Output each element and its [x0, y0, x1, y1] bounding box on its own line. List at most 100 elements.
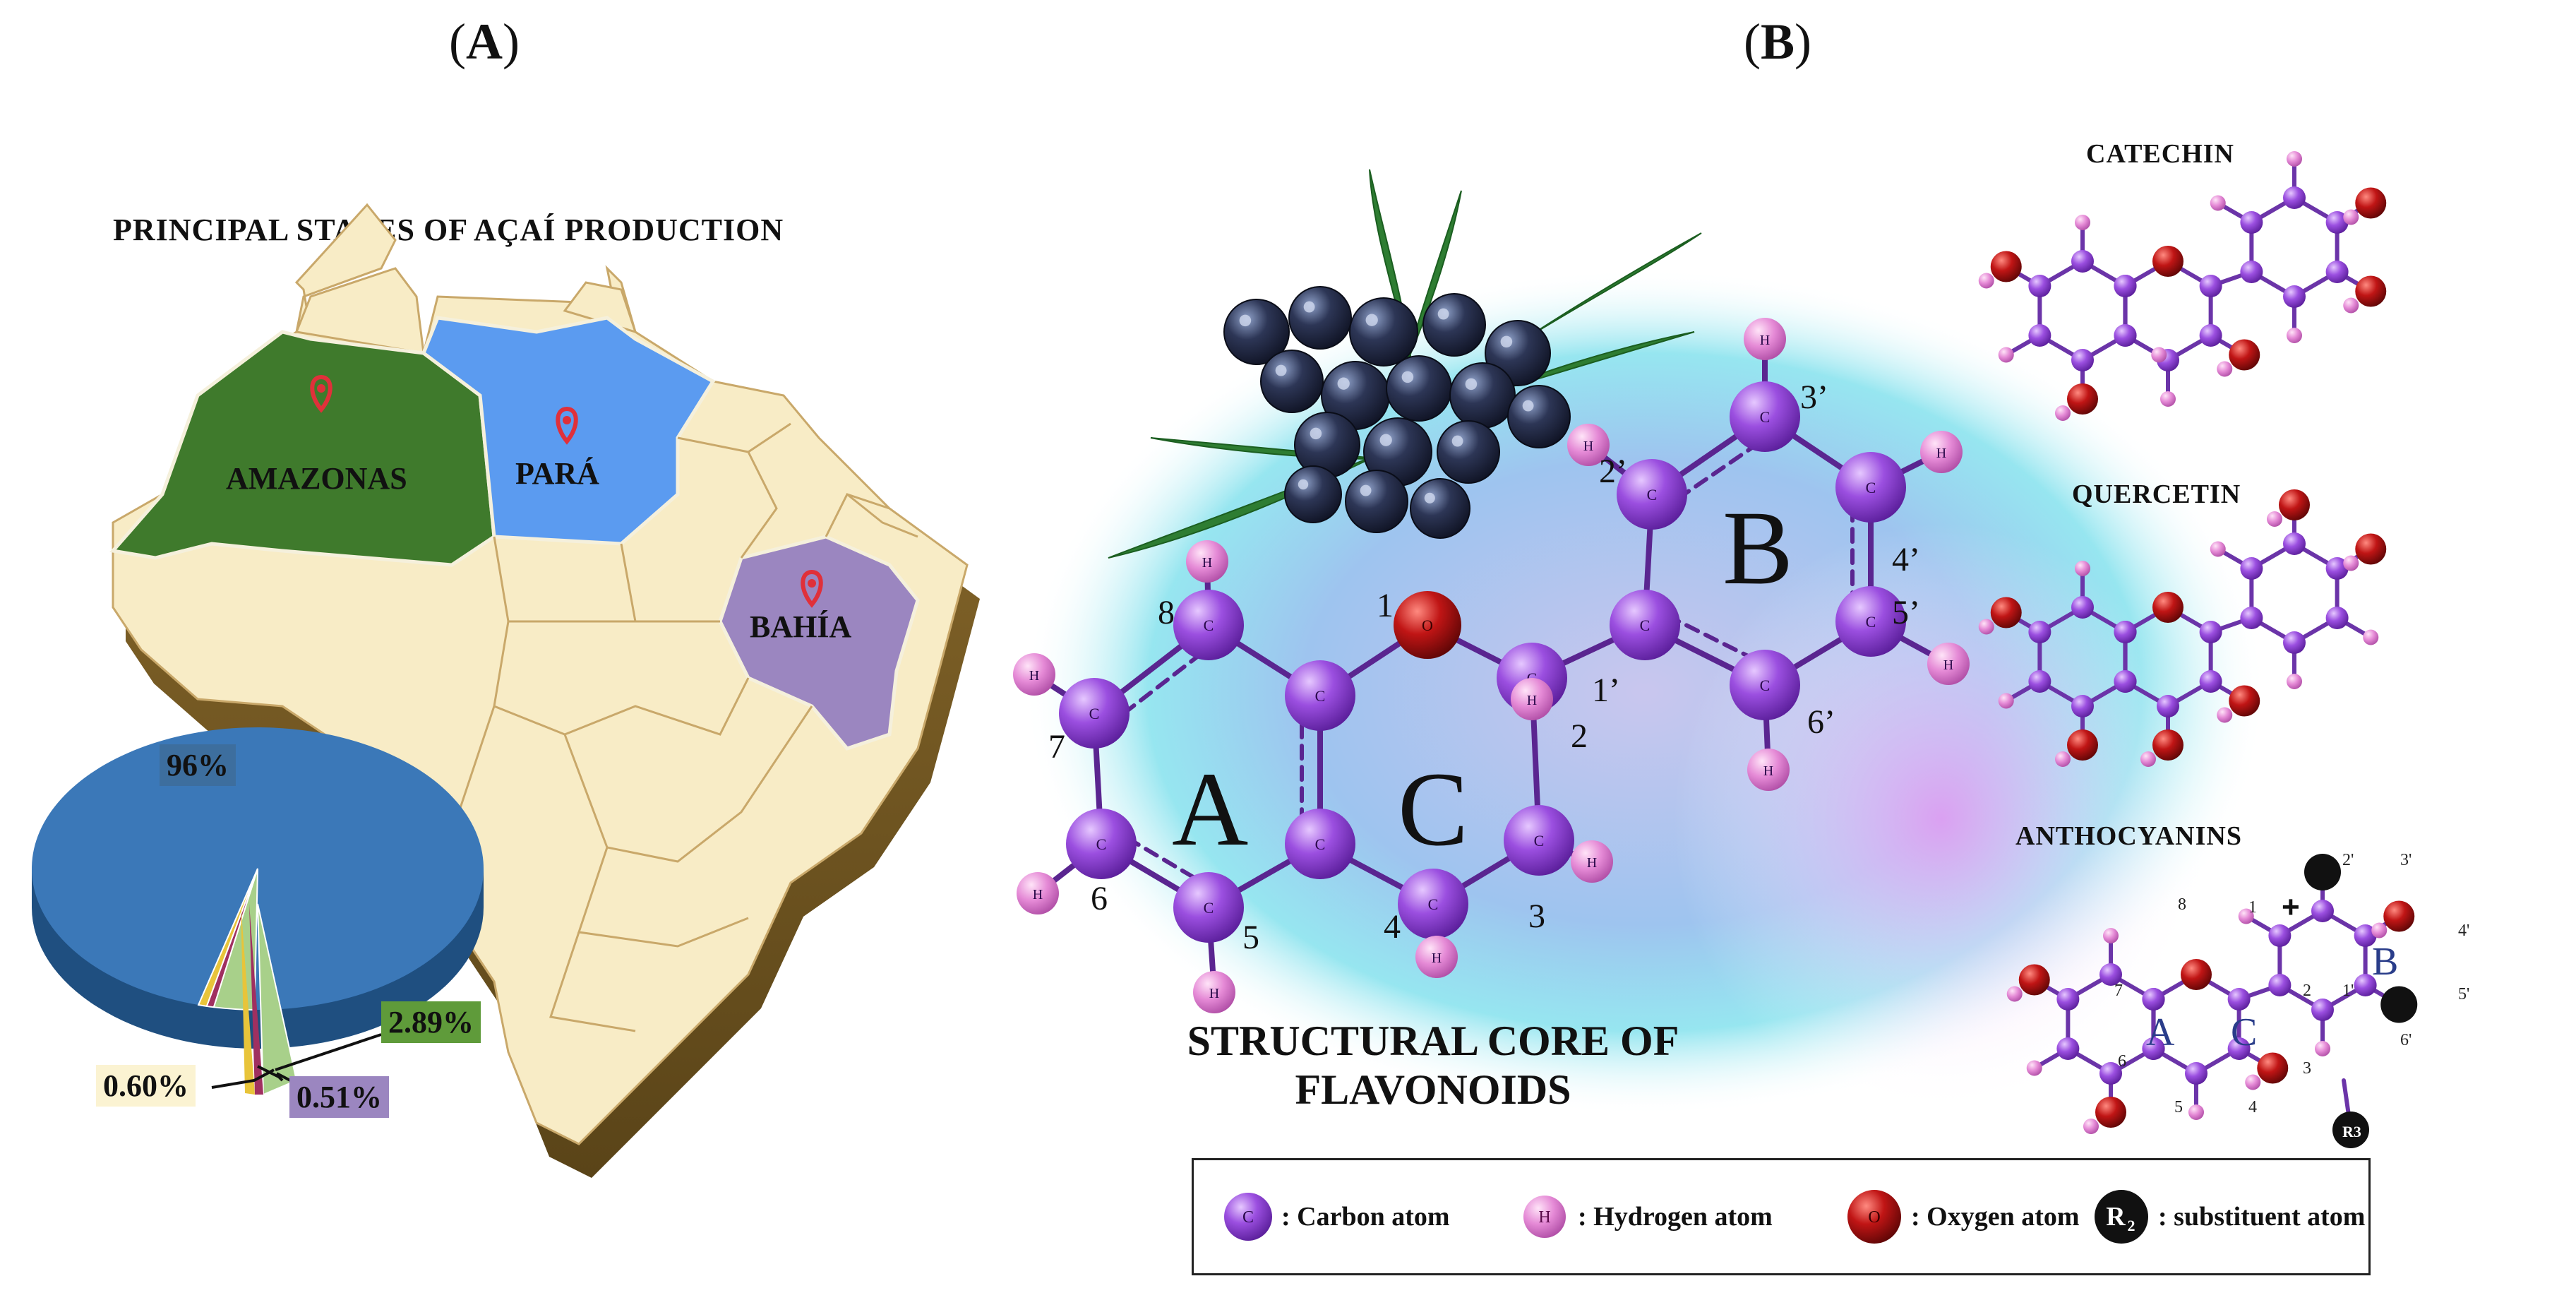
label-bahia: BAHÍA	[750, 609, 852, 644]
carbon-atom-icon: C	[1224, 1193, 1272, 1241]
atom-letter: C	[1204, 616, 1214, 634]
oxygen-atom-icon	[2067, 383, 2098, 415]
anthocyanin-position-label: 6	[2118, 1052, 2126, 1071]
hydrogen-atom-icon	[2006, 986, 2023, 1002]
hydrogen-atom-icon	[2075, 561, 2090, 576]
legend-hydrogen: H : Hydrogen atom	[1518, 1160, 1773, 1273]
acai-berry-highlight	[1465, 378, 1478, 391]
carbon-atom-icon	[2325, 607, 2349, 629]
atom-letter: C	[1096, 835, 1107, 853]
pie-label-060: 0.60%	[96, 1065, 196, 1107]
acai-berries-icon	[1223, 286, 1571, 539]
carbon-atom-icon	[2028, 275, 2051, 297]
carbon-atom-icon	[1610, 590, 1680, 660]
pie-label-289: 2.89%	[381, 1001, 481, 1043]
hydrogen-atom-icon	[1511, 678, 1553, 720]
anthocyanin-position-label: 5	[2174, 1098, 2183, 1116]
hydrogen-atom-icon	[2075, 215, 2090, 230]
acai-berry-highlight	[1239, 314, 1252, 327]
oxygen-atom-icon	[1990, 597, 2022, 628]
oxygen-atom-icon	[2152, 729, 2183, 761]
core-position-label: 3	[1528, 898, 1545, 935]
atom-letter: H	[1587, 855, 1597, 871]
carbon-atom-icon	[1285, 660, 1355, 731]
hydrogen-atom-icon	[2217, 707, 2233, 723]
atom-letter: H	[1033, 887, 1043, 902]
carbon-atom-icon	[2283, 532, 2306, 555]
carbon-atom-icon	[1835, 586, 1906, 657]
hydrogen-atom-icon	[2188, 1104, 2204, 1120]
svg-text:H: H	[1538, 1208, 1550, 1227]
anthocyanin-ring-label-b: B	[2372, 940, 2399, 984]
atom-letter: C	[1089, 705, 1100, 722]
atom-letter: H	[1527, 693, 1537, 708]
carbon-atom-icon	[1730, 650, 1800, 720]
anthocyanin-position-label: 7	[2114, 982, 2123, 1000]
carbon-atom-icon	[1285, 809, 1355, 879]
oxygen-atom-icon	[2279, 489, 2310, 520]
carbon-atom-icon	[2114, 324, 2137, 347]
carbon-atom-icon	[2268, 974, 2292, 996]
acai-berry-highlight	[1310, 427, 1322, 440]
label-para: PARÁ	[515, 456, 599, 491]
state-para	[421, 316, 716, 546]
hydrogen-atom-icon	[2026, 1060, 2042, 1076]
anthocyanin-position-label: 6'	[2400, 1031, 2412, 1049]
marker-para-icon	[556, 406, 578, 445]
anthocyanin-position-label: 4	[2248, 1098, 2257, 1116]
oxygen-atom-icon	[2067, 729, 2098, 761]
carbon-atom-icon	[2240, 557, 2263, 580]
carbon-atom-icon	[2199, 670, 2222, 693]
hydrogen-atom-icon	[1013, 653, 1055, 696]
atom-letter: H	[1583, 439, 1593, 454]
substituent-atom-icon: R 2	[2095, 1190, 2148, 1244]
carbon-atom-icon	[2354, 974, 2377, 996]
panel-b-letter: (B)	[1744, 13, 1811, 70]
oxygen-atom-icon	[2152, 246, 2183, 277]
pie-wedge-amazonas-exploded	[257, 903, 298, 1096]
carbon-atom-icon	[2028, 324, 2051, 347]
acai-berry-highlight	[1424, 492, 1435, 504]
core-title-line1: STRUCTURAL CORE OF	[1187, 1018, 1679, 1064]
carbon-atom-icon	[2283, 186, 2306, 209]
atom-letter: C	[1204, 899, 1214, 917]
anthocyanin-position-label: 3	[2303, 1059, 2311, 1078]
anthocyanin-position-label: 5'	[2458, 985, 2470, 1003]
hydrogen-atom-icon	[2238, 908, 2254, 924]
atom-letter: C	[1760, 408, 1771, 426]
anthocyanins-title: ANTHOCYANINS	[2015, 821, 2242, 851]
substituent-atom-icon	[2380, 986, 2418, 1023]
pie-label-051: 0.51%	[289, 1076, 389, 1118]
hydrogen-atom-icon	[2363, 629, 2379, 645]
core-position-label: 6	[1091, 880, 1108, 917]
carbon-atom-icon	[2325, 211, 2349, 234]
carbon-atom-icon	[2142, 1037, 2165, 1060]
marker-bahia-icon	[801, 569, 823, 608]
hydrogen-atom-icon	[1571, 840, 1613, 883]
acai-berry	[1288, 286, 1352, 350]
carbon-atom-icon	[2114, 275, 2137, 297]
carbon-atom-icon	[2028, 670, 2051, 693]
carbon-atom-icon	[2268, 924, 2292, 947]
panel-a-letter: (A)	[449, 13, 520, 70]
hydrogen-atom-icon	[2055, 751, 2071, 767]
acai-berry	[1223, 299, 1290, 365]
carbon-atom-icon	[2071, 349, 2094, 371]
acai-berry	[1349, 297, 1418, 367]
atom-letter: H	[1432, 951, 1442, 966]
atom-letter: H	[1760, 333, 1770, 348]
acai-berry-highlight	[1522, 400, 1534, 412]
carbon-atom-icon	[2056, 988, 2080, 1011]
hydrogen-atom-icon	[1978, 273, 1994, 289]
core-position-label: 4	[1384, 908, 1401, 946]
carbon-atom-icon	[2056, 1037, 2080, 1060]
acai-berry	[1345, 470, 1408, 533]
anthocyanin-position-label: 8	[2178, 895, 2186, 914]
core-position-label: 4’	[1892, 541, 1920, 578]
carbon-atom-icon	[2283, 285, 2306, 308]
atom-letter: H	[1943, 657, 1953, 673]
oxygen-atom-icon	[2018, 964, 2050, 996]
hydrogen-atom-icon	[2267, 511, 2282, 527]
carbon-atom-icon	[2114, 621, 2137, 643]
carbon-atom-icon	[2199, 621, 2222, 643]
